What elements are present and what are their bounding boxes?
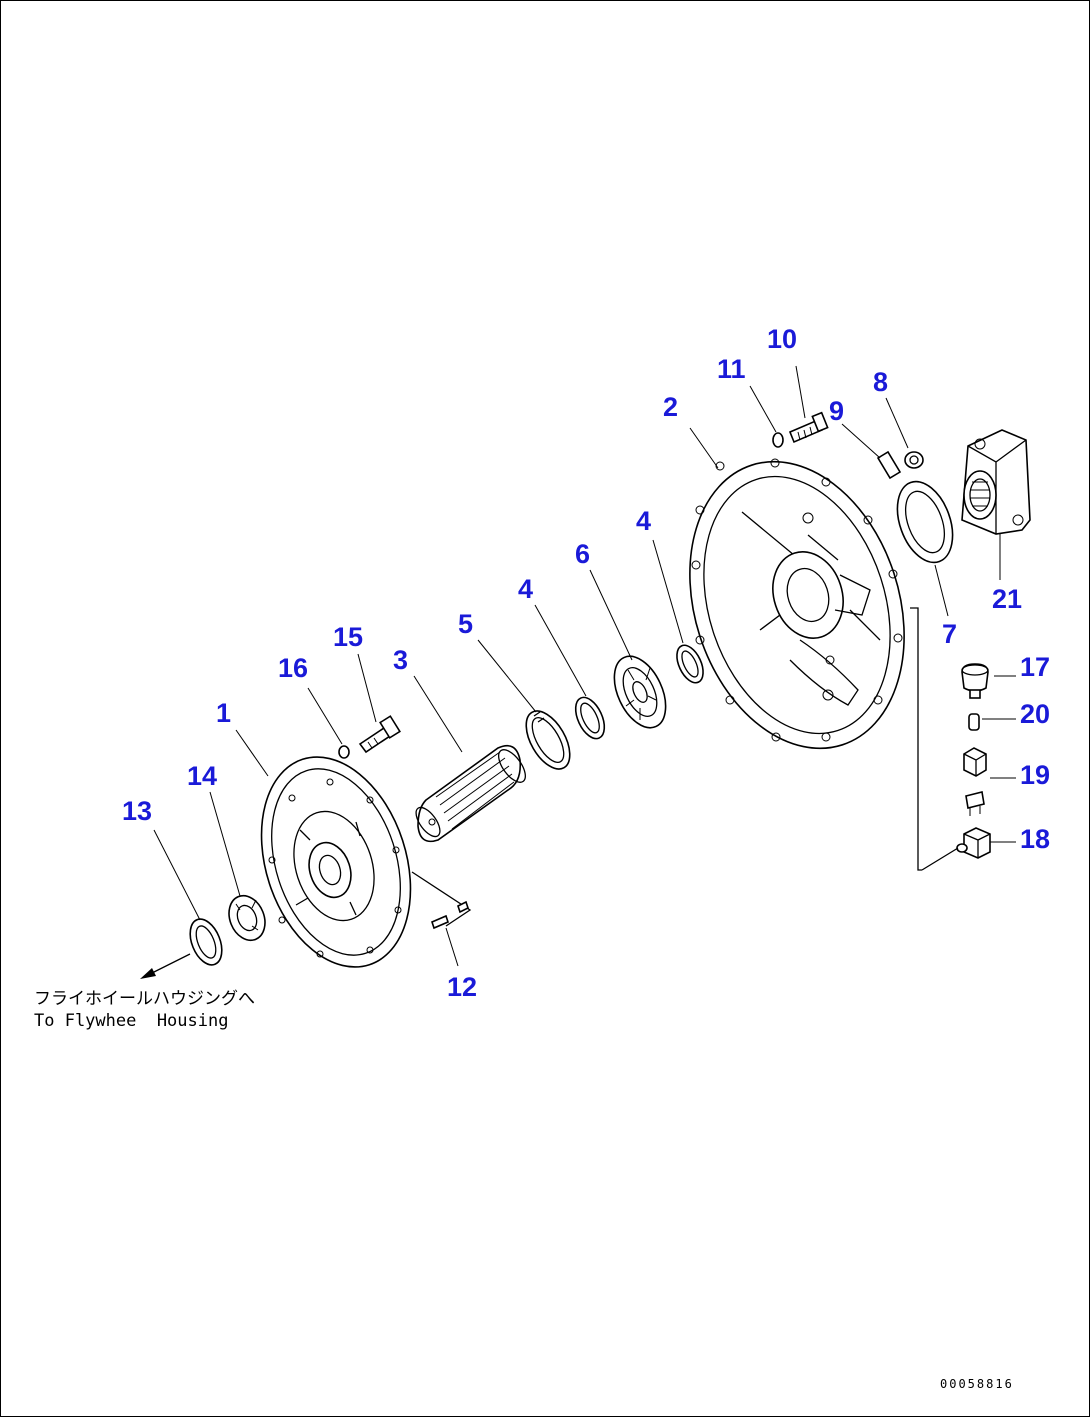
part-6-gear [613, 655, 667, 729]
callout-18: 18 [1020, 824, 1050, 854]
callout-4-lower: 4 [518, 574, 533, 604]
part-15-bolt [358, 715, 401, 754]
callout-20: 20 [1020, 699, 1050, 729]
part-5-snap-ring [525, 710, 571, 770]
part-2-housing [689, 458, 905, 750]
part-9-pin [876, 450, 902, 480]
callout-13: 13 [122, 796, 152, 826]
callout-17: 17 [1020, 652, 1050, 682]
part-18-fitting [956, 827, 991, 859]
part-10-bolt [788, 411, 829, 444]
note-flywheel-jp: フライホイールハウジングへ [34, 989, 255, 1009]
part-3-shaft [415, 744, 526, 843]
part-21-coupling [961, 429, 1031, 535]
part-4-ring-b [676, 644, 704, 684]
callout-labels: 1 2 3 4 4 5 6 7 8 9 10 11 12 13 14 15 16… [122, 324, 1050, 1002]
callout-7: 7 [942, 619, 957, 649]
part-20-pin [968, 713, 980, 731]
callout-15: 15 [333, 622, 363, 652]
callout-21: 21 [992, 584, 1022, 614]
callout-6: 6 [575, 539, 590, 569]
callout-3: 3 [393, 645, 408, 675]
callout-10: 10 [767, 324, 797, 354]
callout-8: 8 [873, 367, 888, 397]
callout-19: 19 [1020, 760, 1050, 790]
callout-2: 2 [663, 392, 678, 422]
note-flywheel-en: To Flywhee Housing [34, 1011, 228, 1031]
part-17-cap [961, 663, 989, 699]
callout-5: 5 [458, 609, 473, 639]
part-19-body [963, 747, 987, 816]
callout-14: 14 [187, 761, 217, 791]
flywheel-direction-arrow [140, 953, 191, 979]
part-4-ring-a [574, 696, 606, 740]
part-8-plug [904, 451, 924, 469]
part-13-ring [189, 918, 223, 966]
part-16-washer [338, 745, 350, 759]
drawing-code: 00058816 [940, 1377, 1014, 1391]
callout-4-upper: 4 [636, 506, 651, 536]
leader-lines [153, 365, 1016, 967]
part-14-bearing [228, 894, 266, 942]
callout-11: 11 [717, 354, 746, 384]
part-12-pins [411, 871, 472, 930]
callout-16: 16 [278, 653, 308, 683]
callout-12: 12 [447, 972, 477, 1002]
callout-9: 9 [829, 396, 844, 426]
callout-1: 1 [216, 698, 231, 728]
bracket-line-17-20 [910, 607, 959, 871]
part-11-washer [772, 432, 784, 448]
part-1-cover [260, 756, 412, 968]
part-7-seal [896, 480, 954, 564]
